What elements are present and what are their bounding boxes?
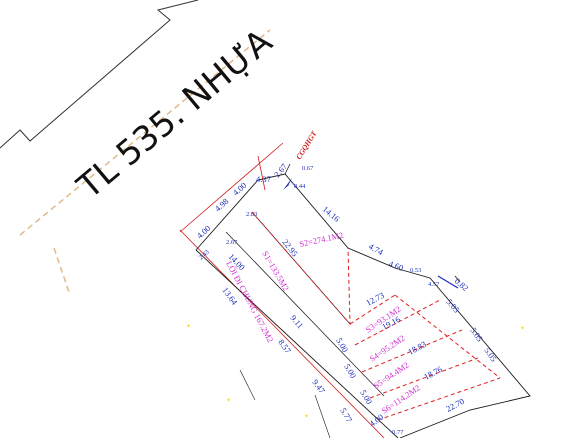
- dim-1416: 14.16: [321, 204, 342, 224]
- dim-577: 5.77: [338, 406, 354, 424]
- road-edge-north: [0, 0, 199, 149]
- arrow-marker-east: [437, 275, 459, 289]
- dim-457: 4.57: [428, 281, 440, 288]
- alley-line-west: [225, 231, 385, 397]
- dim-077: 0.77: [392, 429, 404, 436]
- dim-505b: 5.05: [468, 326, 485, 344]
- speck-2: ✦: [226, 397, 231, 404]
- tick-1: [284, 163, 291, 175]
- dim-1883: 18.83: [406, 339, 428, 357]
- lot-line-5: [377, 377, 501, 421]
- road-edge-south-1: [19, 29, 271, 236]
- parcel-boundary-west: [195, 249, 399, 439]
- road-edge-south-2: [53, 247, 71, 296]
- dim-400c: 4.00: [367, 412, 385, 429]
- dim-082: 0.82: [453, 276, 471, 293]
- setback-label: CGQHGT: [294, 129, 319, 161]
- setback-line-left: [179, 229, 385, 439]
- speck-4: ✦: [304, 413, 309, 420]
- dim-400a: 4.00: [231, 180, 249, 197]
- dim-500a: 5.00: [334, 336, 350, 354]
- setback-line-right: [257, 155, 266, 191]
- lot-line-4: [369, 357, 479, 399]
- arrow-marker-north: [283, 178, 295, 190]
- dim-857: 8.57: [276, 337, 293, 355]
- lot-line-1: [349, 294, 396, 325]
- tick-3: [314, 394, 331, 439]
- parcel-boundary: [195, 173, 531, 439]
- dim-267b: 2.67: [226, 239, 238, 246]
- dim-067: 0.67: [302, 165, 314, 172]
- area-label-s4: S4=95.2M2: [368, 333, 407, 364]
- dim-1876: 18.76: [422, 364, 444, 382]
- dim-2270: 22.70: [444, 396, 466, 414]
- dim-044: 0.44: [294, 183, 306, 190]
- area-label-s2: S2=274.1M2: [298, 230, 344, 249]
- area-label-s5: S5=94.4M2: [372, 360, 411, 391]
- dim-400b: 4.00: [195, 223, 213, 240]
- dim-283: 2.83: [246, 211, 257, 218]
- tick-2: [239, 369, 256, 401]
- dim-1273: 12.73: [364, 290, 386, 308]
- speck-3: ✦: [520, 325, 525, 332]
- lot-line-east: [394, 294, 501, 379]
- dim-437: 4.37: [256, 174, 271, 184]
- area-label-s6: S6=114.2M2: [380, 383, 422, 416]
- tick-4: [454, 275, 461, 283]
- dim-500b: 5.00: [342, 362, 358, 380]
- dim-947: 9.47: [310, 377, 327, 395]
- dim-498: 4.98: [213, 196, 231, 213]
- dim-505c: 5.05: [482, 346, 499, 364]
- dim-911: 9.11: [288, 313, 305, 331]
- dim-460: 4.60: [387, 258, 404, 272]
- dim-474: 4.74: [367, 241, 386, 257]
- speck-1: ✦: [186, 323, 191, 330]
- lot-line-2: [354, 299, 441, 346]
- area-label-s1: S1=133.5M2: [260, 249, 291, 293]
- road-name: TL 535. NHỰA: [69, 22, 280, 208]
- dim-053: 0.53: [410, 267, 421, 274]
- setback-line-top: [179, 142, 284, 233]
